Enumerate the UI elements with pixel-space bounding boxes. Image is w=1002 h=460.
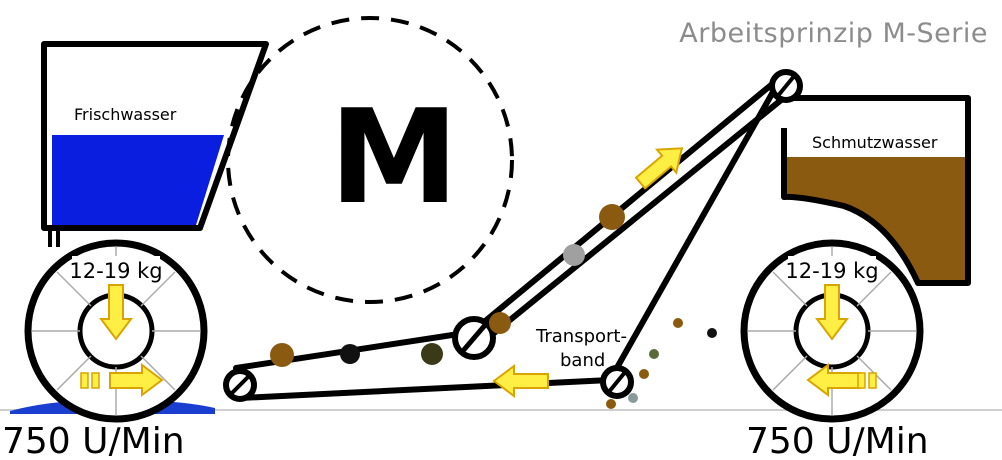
force-down-arrow-icon: [815, 284, 849, 341]
dirty-water-label: Schmutzwasser: [812, 133, 938, 152]
conveyor-label-line2: band: [560, 350, 605, 371]
weight-label-left: 12-19 kg: [69, 259, 162, 283]
fresh-water-label: Frischwasser: [74, 105, 177, 124]
speed-label-left: 750 U/Min: [2, 421, 185, 456]
roller-left: [223, 368, 257, 402]
drum-logo-letter: M: [329, 81, 458, 233]
return-arrow-icon: [492, 364, 549, 398]
dirty-water-tank: Schmutzwasser: [781, 95, 971, 286]
conveyor-rollers: [223, 69, 803, 402]
conveyor-label-line1: Transport-: [535, 326, 627, 347]
wheel-right: 12-19 kg: [740, 239, 924, 423]
roller-middle: [452, 316, 496, 360]
speed-label-right: 750 U/Min: [746, 421, 929, 456]
force-down-arrow-icon: [99, 284, 133, 341]
roller-bottom-right: [600, 365, 634, 399]
drum: M: [226, 16, 514, 304]
weight-label-right: 12-19 kg: [785, 259, 878, 283]
wheel-left: 12-19 kg: [24, 239, 208, 423]
rotation-arrow-icon: [806, 363, 877, 397]
belt-arrow-icon: [634, 147, 684, 190]
dirt-particles: [270, 204, 717, 409]
diagram-title: Arbeitsprinzip M-Serie: [679, 18, 988, 49]
rotation-arrow-icon: [80, 363, 164, 397]
conveyor-belt: [233, 73, 788, 401]
roller-top: [769, 69, 803, 103]
fresh-water-tank: Frischwasser: [41, 41, 269, 247]
